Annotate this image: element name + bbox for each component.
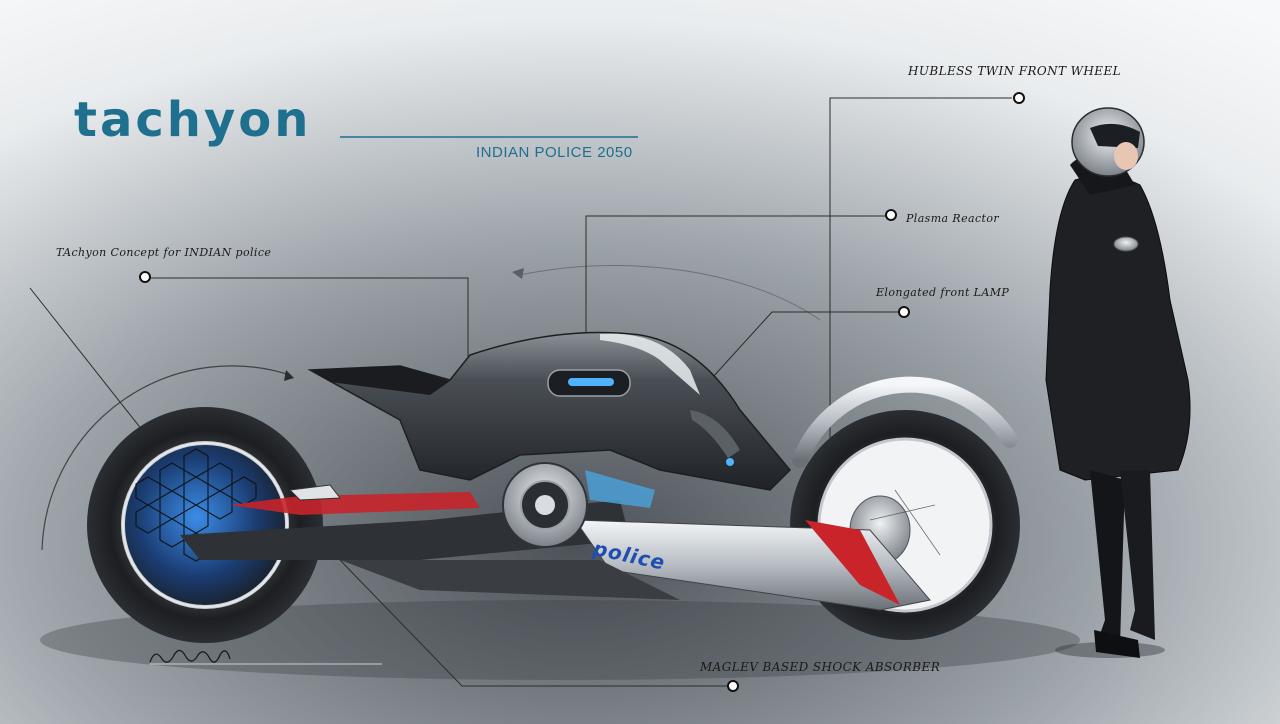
leader-lamp [711, 311, 898, 379]
police-officer-figure [1045, 107, 1191, 658]
rear-arc-arrowhead [284, 370, 294, 381]
officer-leg-left [1090, 470, 1125, 645]
side-blue-panel [585, 470, 655, 508]
callout-front-lamp: Elongated front LAMP [876, 286, 1010, 299]
rear-wheel [87, 407, 323, 643]
hex-pattern [135, 448, 257, 562]
front-fender [792, 376, 1018, 468]
officer-coat [1045, 175, 1191, 481]
rear-linkage [288, 484, 341, 501]
plasma-glow [568, 378, 614, 386]
helmet-visor [1090, 123, 1140, 148]
indicator-light [726, 458, 734, 466]
concept-title: tachyon [74, 92, 312, 148]
dot-plasma [885, 209, 897, 221]
central-motor [502, 462, 588, 548]
officer-face [1114, 142, 1138, 170]
leader-plasma [585, 215, 886, 360]
leader-maglev [339, 559, 728, 687]
top-arc-arrowhead [512, 268, 524, 279]
concept-subtitle: INDIAN POLICE 2050 [476, 144, 633, 161]
leader-rear-wheel [29, 287, 151, 441]
rear-motion-arc [41, 365, 291, 551]
dot-lamp [898, 306, 910, 318]
officer-leg-right [1120, 470, 1155, 640]
front-red-accent [805, 520, 900, 605]
officer-boots [1094, 630, 1140, 658]
rear-seat [312, 366, 450, 395]
motorcycle-body [307, 331, 792, 508]
dot-hubless [1013, 92, 1025, 104]
leader-concept [150, 277, 469, 360]
top-motion-arc [519, 265, 821, 321]
callout-hubless-wheel: HUBLESS TWIN FRONT WHEEL [908, 64, 1121, 78]
lower-skid [340, 560, 680, 600]
leader-hubless [829, 97, 1012, 440]
fuel-tank-shell [307, 331, 792, 491]
leader-lines [29, 97, 1012, 687]
ground-shadow [40, 600, 1080, 680]
front-lamp-housing [690, 410, 740, 458]
leader-dots [139, 92, 1025, 692]
dot-maglev [727, 680, 739, 692]
front-axis-sketch [869, 489, 941, 556]
callout-maglev-shock: MAGLEV BASED SHOCK ABSORBER [700, 660, 941, 674]
dot-concept [139, 271, 151, 283]
body-highlight [600, 333, 700, 395]
badge-emblem [1113, 236, 1139, 252]
callout-plasma-reactor: Plasma Reactor [906, 212, 1000, 225]
callout-concept: TAchyon Concept for INDIAN police [56, 246, 272, 259]
rear-red-accent [230, 492, 480, 515]
artist-signature [149, 649, 382, 665]
